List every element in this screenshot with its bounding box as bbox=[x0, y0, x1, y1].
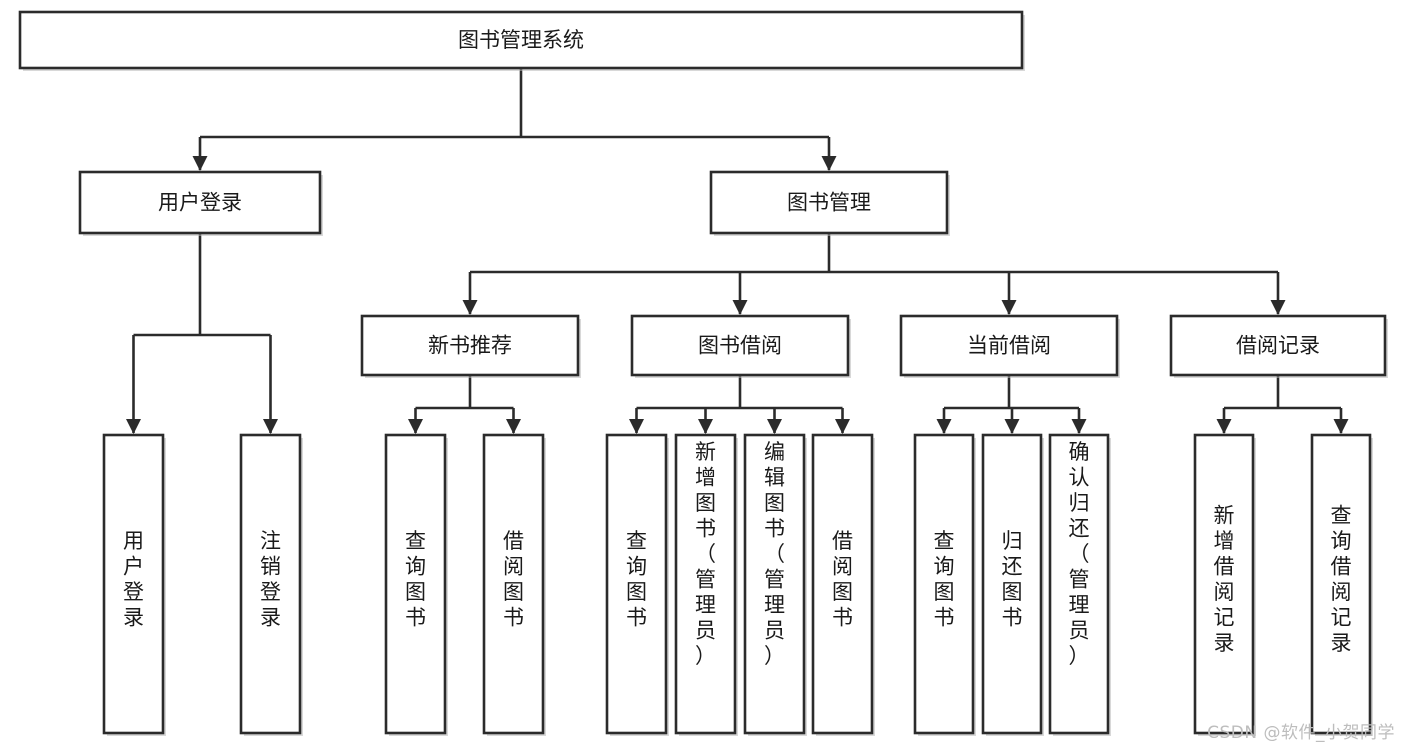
arrow-head bbox=[821, 156, 837, 171]
node-box[interactable] bbox=[1048, 433, 1110, 735]
node-label: 查询图书 bbox=[405, 529, 426, 630]
level3-node-borrow-record[interactable]: 借阅记录 bbox=[1169, 314, 1388, 378]
node-label: 确认归还（管理员） bbox=[1069, 440, 1090, 668]
arrow-head bbox=[1270, 300, 1286, 315]
leaf-node-leaf-borrow-book-2[interactable]: 借阅图书 bbox=[811, 433, 875, 736]
leaf-node-leaf-return-book[interactable]: 归还图书 bbox=[981, 433, 1044, 736]
arrow-head bbox=[408, 419, 423, 434]
node-label: 注销登录 bbox=[260, 529, 281, 630]
leaf-node-leaf-borrow-book-1[interactable]: 借阅图书 bbox=[482, 433, 546, 736]
arrow-head bbox=[263, 419, 278, 434]
connector-layer bbox=[126, 68, 1349, 434]
node-label: 借阅图书 bbox=[503, 529, 524, 630]
node-label: 当前借阅 bbox=[967, 334, 1051, 358]
leaf-node-leaf-query-book-3[interactable]: 查询图书 bbox=[913, 433, 976, 736]
node-label: 查询图书 bbox=[934, 529, 955, 630]
arrow-head bbox=[192, 156, 208, 171]
root-node-book-management-system[interactable]: 图书管理系统 bbox=[18, 10, 1025, 71]
node-box[interactable] bbox=[981, 433, 1043, 735]
node-box[interactable] bbox=[360, 314, 580, 377]
node-box[interactable] bbox=[630, 314, 850, 377]
leaf-node-leaf-edit-book[interactable]: 编辑图书（管理员） bbox=[743, 433, 807, 736]
node-box[interactable] bbox=[811, 433, 874, 735]
leaf-node-leaf-add-record[interactable]: 新增借阅记录 bbox=[1193, 433, 1256, 736]
node-box[interactable] bbox=[239, 433, 302, 735]
node-box[interactable] bbox=[78, 170, 322, 235]
node-label: 借阅图书 bbox=[832, 529, 853, 630]
node-label: 图书借阅 bbox=[698, 334, 782, 358]
arrow-head bbox=[1004, 419, 1020, 434]
arrow-head bbox=[1001, 300, 1017, 315]
arrow-head bbox=[462, 300, 478, 315]
node-box[interactable] bbox=[1193, 433, 1255, 735]
node-label: 新书推荐 bbox=[428, 334, 512, 358]
node-box[interactable] bbox=[709, 170, 949, 235]
arrow-head bbox=[767, 419, 782, 434]
level2-node-user-login[interactable]: 用户登录 bbox=[78, 170, 323, 236]
csdn-watermark: CSDN @软件_小贺同学 bbox=[1207, 723, 1395, 743]
arrow-head bbox=[506, 419, 521, 434]
node-box[interactable] bbox=[1310, 433, 1372, 735]
node-label: 归还图书 bbox=[1002, 529, 1023, 630]
leaf-node-leaf-user-login[interactable]: 用户登录 bbox=[102, 433, 166, 736]
node-label: 新增借阅记录 bbox=[1214, 503, 1235, 655]
arrow-head bbox=[936, 419, 952, 434]
node-label: 查询借阅记录 bbox=[1331, 503, 1352, 655]
node-box[interactable] bbox=[674, 433, 737, 735]
leaf-node-leaf-query-book-2[interactable]: 查询图书 bbox=[605, 433, 669, 736]
arrow-head bbox=[732, 300, 748, 315]
node-layer: 图书管理系统用户登录图书管理新书推荐图书借阅当前借阅借阅记录用户登录注销登录查询… bbox=[18, 10, 1388, 736]
node-box[interactable] bbox=[1169, 314, 1387, 377]
node-box[interactable] bbox=[18, 10, 1024, 70]
leaf-node-leaf-confirm-return[interactable]: 确认归还（管理员） bbox=[1048, 433, 1111, 736]
node-label: 用户登录 bbox=[158, 191, 242, 215]
node-label: 图书管理 bbox=[787, 191, 871, 215]
node-box[interactable] bbox=[102, 433, 165, 735]
node-box[interactable] bbox=[913, 433, 975, 735]
node-label: 编辑图书（管理员） bbox=[764, 440, 785, 668]
arrow-head bbox=[629, 419, 644, 434]
node-box[interactable] bbox=[899, 314, 1119, 377]
arrow-head bbox=[126, 419, 141, 434]
level3-node-book-borrow[interactable]: 图书借阅 bbox=[630, 314, 851, 378]
leaf-node-leaf-add-book[interactable]: 新增图书（管理员） bbox=[674, 433, 738, 736]
arrow-head bbox=[698, 419, 713, 434]
node-label: 新增图书（管理员） bbox=[695, 440, 716, 668]
node-box[interactable] bbox=[384, 433, 447, 735]
arrow-head bbox=[1071, 419, 1087, 434]
arrow-head bbox=[835, 419, 850, 434]
node-box[interactable] bbox=[482, 433, 545, 735]
node-label: 用户登录 bbox=[123, 529, 144, 630]
leaf-node-leaf-logout[interactable]: 注销登录 bbox=[239, 433, 303, 736]
leaf-node-leaf-query-book-1[interactable]: 查询图书 bbox=[384, 433, 448, 736]
node-label: 图书管理系统 bbox=[458, 28, 584, 52]
node-box[interactable] bbox=[605, 433, 668, 735]
arrow-head bbox=[1333, 419, 1349, 434]
leaf-node-leaf-query-record[interactable]: 查询借阅记录 bbox=[1310, 433, 1373, 736]
node-label: 查询图书 bbox=[626, 529, 647, 630]
arrow-head bbox=[1216, 419, 1232, 434]
node-box[interactable] bbox=[743, 433, 806, 735]
level2-node-book-manage[interactable]: 图书管理 bbox=[709, 170, 950, 236]
node-label: 借阅记录 bbox=[1236, 334, 1320, 358]
level3-node-new-book-recommend[interactable]: 新书推荐 bbox=[360, 314, 581, 378]
level3-node-current-borrow[interactable]: 当前借阅 bbox=[899, 314, 1120, 378]
